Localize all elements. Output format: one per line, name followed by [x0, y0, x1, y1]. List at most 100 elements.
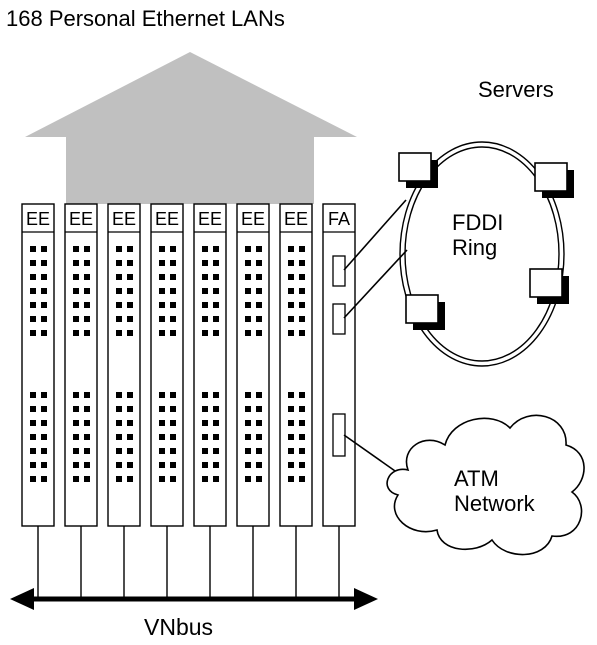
servers-label: Servers	[478, 77, 554, 102]
port-led	[30, 288, 36, 294]
port-led	[299, 462, 305, 468]
card-8	[322, 203, 356, 527]
port-led	[30, 406, 36, 412]
port-led	[288, 302, 294, 308]
port-led	[299, 274, 305, 280]
port-led	[73, 406, 79, 412]
port-led	[245, 316, 251, 322]
port-led	[116, 406, 122, 412]
port-led	[256, 434, 262, 440]
port-led	[30, 476, 36, 482]
port-led	[256, 392, 262, 398]
port-led	[256, 274, 262, 280]
port-led	[127, 406, 133, 412]
fddi-label: FDDI Ring	[452, 210, 503, 260]
port-led	[213, 302, 219, 308]
port-led	[288, 476, 294, 482]
port-led	[213, 448, 219, 454]
port-led	[73, 246, 79, 252]
port-led	[213, 274, 219, 280]
port-led	[73, 462, 79, 468]
port-led	[170, 246, 176, 252]
port-led	[256, 288, 262, 294]
port-led	[116, 288, 122, 294]
card-5	[193, 203, 227, 527]
port-led	[73, 316, 79, 322]
port-led	[84, 302, 90, 308]
port-led	[256, 260, 262, 266]
card-label-2: EE	[68, 209, 93, 229]
port-led	[170, 434, 176, 440]
port-led	[245, 330, 251, 336]
port-led	[84, 420, 90, 426]
port-led	[84, 434, 90, 440]
bus-label: VNbus	[144, 614, 214, 640]
port-led	[202, 274, 208, 280]
port-led	[213, 476, 219, 482]
port-led	[299, 260, 305, 266]
fddi-label-line2: Ring	[452, 235, 498, 260]
card-2	[64, 203, 98, 527]
port-led	[170, 288, 176, 294]
port-led	[159, 434, 165, 440]
port-led	[116, 260, 122, 266]
atm-label-line1: ATM	[454, 466, 499, 491]
port-led	[288, 330, 294, 336]
port-led	[202, 330, 208, 336]
fa-port-1	[332, 255, 346, 287]
port-led	[245, 246, 251, 252]
port-led	[299, 302, 305, 308]
port-led	[245, 274, 251, 280]
port-led	[73, 420, 79, 426]
port-led	[159, 406, 165, 412]
port-led	[30, 302, 36, 308]
port-led	[245, 434, 251, 440]
atm-label-line2: Network	[454, 491, 535, 516]
port-led	[84, 462, 90, 468]
port-led	[245, 462, 251, 468]
port-led	[288, 392, 294, 398]
port-led	[256, 246, 262, 252]
port-led	[299, 406, 305, 412]
server-node-bottom-left	[405, 294, 445, 330]
port-led	[127, 392, 133, 398]
port-led	[213, 392, 219, 398]
port-led	[41, 260, 47, 266]
port-led	[116, 434, 122, 440]
port-led	[256, 330, 262, 336]
port-led	[245, 392, 251, 398]
port-led	[127, 288, 133, 294]
card-label-5: EE	[197, 209, 222, 229]
port-led	[256, 406, 262, 412]
port-led	[170, 260, 176, 266]
card-6	[236, 203, 270, 527]
port-led	[213, 316, 219, 322]
port-led	[41, 392, 47, 398]
card-label-6: EE	[240, 209, 265, 229]
port-led	[73, 288, 79, 294]
port-led	[84, 392, 90, 398]
port-led	[73, 330, 79, 336]
port-led	[127, 330, 133, 336]
port-led	[116, 330, 122, 336]
port-led	[288, 462, 294, 468]
port-led	[30, 420, 36, 426]
port-led	[159, 288, 165, 294]
port-led	[202, 288, 208, 294]
port-led	[30, 246, 36, 252]
port-led	[116, 274, 122, 280]
port-led	[116, 462, 122, 468]
port-led	[84, 274, 90, 280]
port-led	[170, 448, 176, 454]
chassis-cards	[21, 203, 356, 527]
port-led	[288, 260, 294, 266]
atm-cloud	[386, 414, 585, 556]
port-led	[170, 420, 176, 426]
port-led	[202, 302, 208, 308]
port-led	[202, 434, 208, 440]
server-node-top-right	[534, 162, 574, 198]
atm-label: ATM Network	[454, 466, 535, 516]
port-led	[41, 462, 47, 468]
fa-port-3	[332, 413, 346, 457]
port-led	[159, 420, 165, 426]
